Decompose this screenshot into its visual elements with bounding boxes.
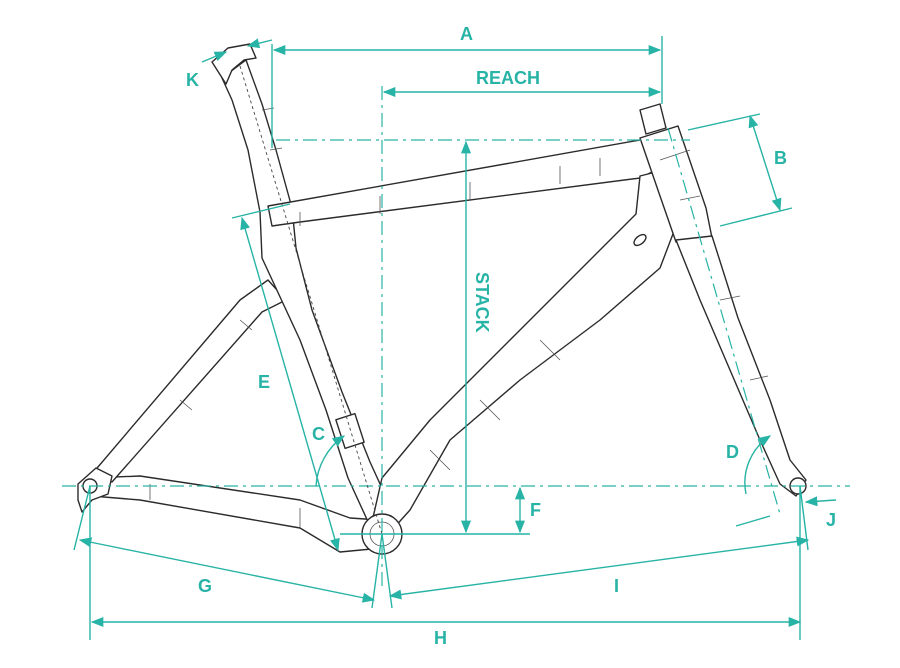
dimension-b-arrow: [748, 114, 782, 212]
dimension-arrows: [78, 36, 837, 628]
dimension-i-arrow: [388, 536, 810, 600]
label-e: E: [258, 372, 270, 392]
label-i: I: [614, 576, 619, 596]
dimension-k-arrow-left: [201, 51, 228, 63]
reference-lines: [62, 44, 850, 640]
seat-tube-extension: [231, 203, 291, 219]
label-c: C: [312, 424, 325, 444]
seat-tube: [221, 59, 393, 527]
label-g: G: [198, 576, 212, 596]
label-h: H: [434, 628, 447, 648]
down-tube: [371, 169, 677, 531]
cable-port: [633, 233, 647, 247]
rear-axle-lead: [73, 485, 91, 551]
head-tube-extension-top: [687, 113, 761, 131]
bike-frame-drawing: [77, 43, 807, 555]
chainstay: [89, 475, 383, 553]
fork-offset-tick: [735, 515, 771, 527]
steering-axis-line: [667, 127, 781, 515]
label-f: F: [530, 500, 541, 520]
seat-stay: [91, 279, 287, 483]
label-stack: STACK: [472, 272, 492, 333]
label-k: K: [186, 70, 199, 90]
dimension-k-arrow-right: [246, 38, 273, 49]
label-b: B: [774, 148, 787, 168]
dimension-g-arrow: [78, 537, 376, 603]
head-tube-extension-bottom: [719, 207, 793, 227]
dimension-d-arc: [744, 435, 772, 495]
label-a: A: [460, 24, 473, 44]
label-d: D: [726, 442, 739, 462]
dimension-labels: A REACH B STACK K E C D F J G I H: [186, 24, 836, 648]
label-j: J: [826, 510, 836, 530]
steerer-spacer: [639, 103, 667, 135]
dimension-e-arrow: [240, 216, 340, 552]
label-reach: REACH: [476, 68, 540, 88]
dimension-j-arrow: [804, 496, 837, 507]
dimension-c-arc: [315, 435, 346, 487]
fork-blade: [675, 235, 807, 497]
